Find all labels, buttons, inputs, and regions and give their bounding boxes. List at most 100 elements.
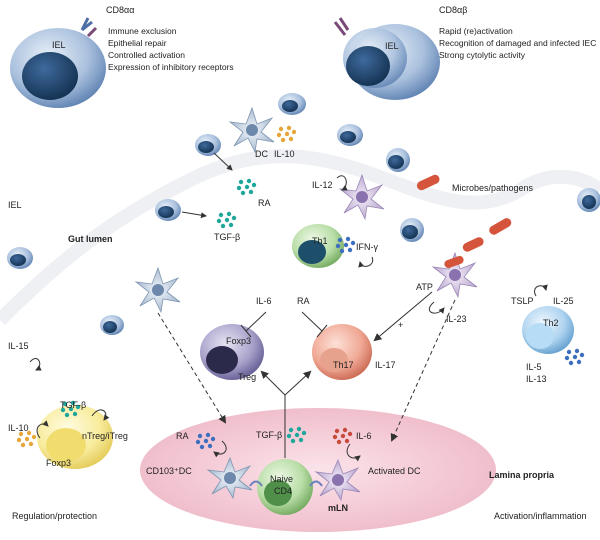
ra-mln-label: RA <box>176 431 189 441</box>
il10-treg-dots <box>16 430 37 448</box>
dc-gut <box>228 106 275 154</box>
cytokine-dot <box>238 179 244 185</box>
il10-gut-label: IL-10 <box>274 149 295 159</box>
th1-cell <box>292 224 344 268</box>
il5-label: IL-5 <box>526 362 542 372</box>
ifng-label: IFN-γ <box>356 242 378 252</box>
bacteria-icons <box>416 174 512 269</box>
iel-cd8ab-cell <box>333 17 440 100</box>
treg-label: Treg <box>238 372 257 382</box>
cytokine-dot <box>199 444 205 450</box>
cytokine-dot <box>231 215 237 221</box>
cytokine-dot <box>579 352 585 358</box>
cytokine-dot <box>339 248 345 254</box>
cytokine-dot <box>246 178 252 184</box>
cytokine-dot <box>68 406 74 412</box>
atp-label: ATP <box>416 282 433 292</box>
dc-lamina <box>134 266 181 314</box>
ra-gut-dots <box>236 178 257 196</box>
gut-lumen-label: Gut lumen <box>68 234 113 244</box>
cytokine-dot <box>26 430 32 436</box>
iel-right-function-1: Rapid (re)activation <box>439 26 513 36</box>
cytokine-dot <box>31 434 37 440</box>
cytokine-dot <box>568 360 574 366</box>
cytokine-dot <box>64 412 70 418</box>
cytokine-dot <box>347 247 353 253</box>
il6-center-label: IL-6 <box>256 296 272 306</box>
cytokine-dot <box>28 441 34 447</box>
tgfb-mln-label: TGF-β <box>256 430 283 440</box>
cytokine-dot <box>244 184 250 190</box>
cytokine-dot <box>197 433 203 439</box>
dc-cd103 <box>206 456 253 500</box>
cytokine-dot <box>251 182 257 188</box>
cytokine-dot <box>280 137 286 143</box>
cytokine-dot <box>218 212 224 218</box>
il17-label: IL-17 <box>375 360 396 370</box>
cytokine-dot <box>16 437 22 443</box>
cytokine-dot <box>572 354 578 360</box>
foxp3-treg-label: Foxp3 <box>46 458 72 468</box>
th2-label: Th2 <box>543 318 559 328</box>
iel-right-label: IEL <box>385 41 399 51</box>
cytokine-dot <box>276 132 282 138</box>
cytokine-dot <box>290 438 296 444</box>
cytokine-dot <box>216 218 222 224</box>
cytokine-dot <box>70 400 76 406</box>
cytokine-dot <box>301 430 307 436</box>
cytokine-dot <box>288 136 294 142</box>
cytokine-dot <box>240 190 246 196</box>
iel-right-receptor: CD8αβ <box>439 5 468 15</box>
cytokine-dot <box>226 211 232 217</box>
il15-label: IL-15 <box>8 341 29 351</box>
synapse-receptors <box>249 480 323 487</box>
lamina-propria-label: Lamina propria <box>489 470 555 480</box>
naive-label: Naive <box>270 474 294 484</box>
cytokine-dot <box>288 427 294 433</box>
iel-left-function-4: Expression of inhibitory receptors <box>108 62 234 72</box>
activated-dc-label: Activated DC <box>368 466 421 476</box>
cytokine-dot <box>75 404 81 410</box>
cytokine-dot <box>296 426 302 432</box>
cytokine-dot <box>294 432 300 438</box>
il5-il13-dots <box>564 348 585 366</box>
cytokine-dot <box>205 432 211 438</box>
cytokine-dot <box>278 126 284 132</box>
ra-mln-dots <box>195 432 216 450</box>
microbes-label: Microbes/pathogens <box>452 183 534 193</box>
cytokine-dot <box>350 240 356 246</box>
regulation-label: Regulation/protection <box>12 511 98 521</box>
cytokine-dots <box>16 125 585 450</box>
cd4-label: CD4 <box>274 486 293 496</box>
cytokine-dot <box>347 431 353 437</box>
th17-cell <box>312 324 372 380</box>
cytokine-dot <box>224 217 230 223</box>
cytokine-dot <box>343 242 349 248</box>
mln-label: mLN <box>328 503 348 513</box>
il23-label: IL-23 <box>446 314 467 324</box>
cytokine-dot <box>24 436 30 442</box>
dc-label: DC <box>255 149 268 159</box>
iel-right-function-2: Recognition of damaged and infected IEC <box>439 38 597 48</box>
cytokine-dot <box>20 442 26 448</box>
iel-small-label: IEL <box>8 200 22 210</box>
cytokine-dot <box>284 131 290 137</box>
plus-sign: + <box>398 320 404 330</box>
cytokine-dot <box>564 355 570 361</box>
iel-left-function-3: Controlled activation <box>108 50 186 60</box>
cytokine-dot <box>72 411 78 417</box>
cytokine-dot <box>340 433 346 439</box>
dc-activated <box>314 458 361 502</box>
tgfb-treg-label: TGF-β <box>60 400 87 410</box>
cytokine-dot <box>574 348 580 354</box>
cytokine-dot <box>334 428 340 434</box>
treg-cell <box>200 324 264 380</box>
tgfb-treg-dots <box>60 400 81 418</box>
th2-cell <box>522 306 574 354</box>
iel-right-function-3: Strong cytolytic activity <box>439 50 525 60</box>
ifng-dots <box>335 236 356 254</box>
cd103-dc-label: CD103⁺DC <box>146 466 192 476</box>
foxp3-center-label: Foxp3 <box>226 336 252 346</box>
il10-gut-dots <box>276 125 297 143</box>
mln-node <box>140 408 496 532</box>
